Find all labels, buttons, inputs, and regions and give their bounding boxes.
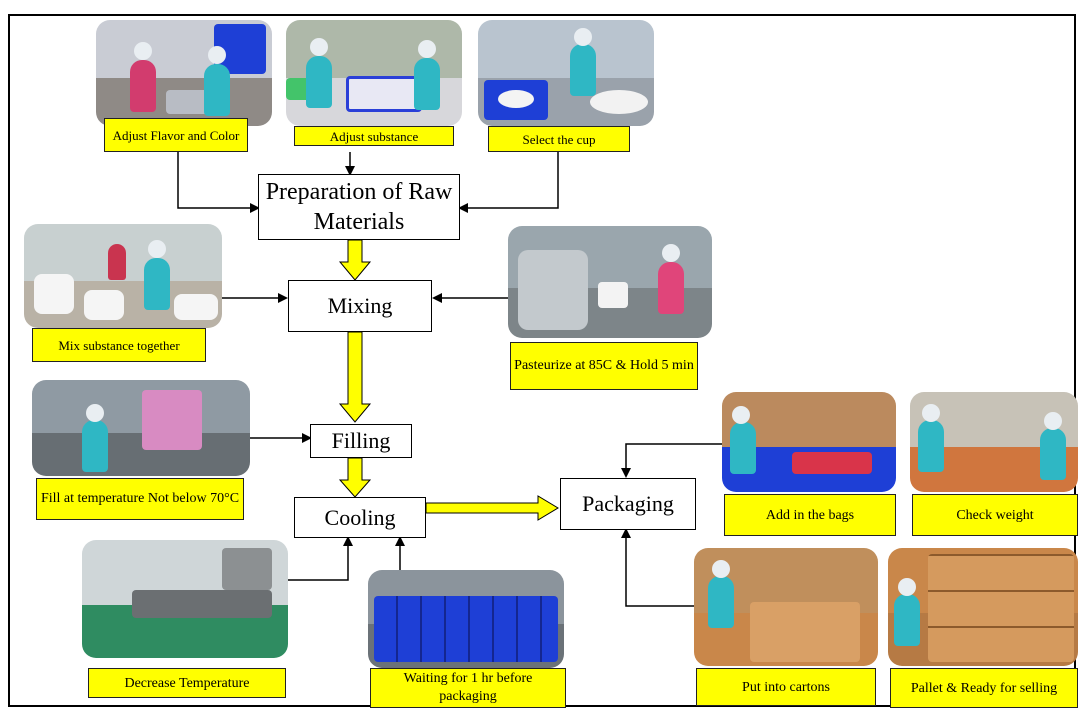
caption-waiting: Waiting for 1 hr before packaging: [370, 668, 566, 708]
arrow-cartons-to-packaging: [621, 528, 694, 607]
photo-mix-substance: [24, 224, 222, 328]
photo-fill: [32, 380, 250, 476]
caption-adjust-substance: Adjust substance: [294, 126, 454, 146]
caption-mix-substance: Mix substance together: [32, 328, 206, 362]
step-filling: Filling: [310, 424, 412, 458]
step-packaging: Packaging: [560, 478, 696, 530]
step-preparation: Preparation of Raw Materials: [258, 174, 460, 240]
photo-put-cartons: [694, 548, 878, 666]
step-cooling: Cooling: [294, 497, 426, 538]
caption-check-weight: Check weight: [912, 494, 1078, 536]
flow-arrow-mixing-to-filling: [338, 331, 372, 423]
arrow-decrease-to-cooling: [288, 536, 353, 581]
photo-check-weight: [910, 392, 1078, 492]
caption-fill: Fill at temperature Not below 70°C: [36, 478, 244, 520]
photo-adjust-flavor: [96, 20, 272, 126]
flow-arrow-cooling-to-packaging: [425, 495, 559, 521]
caption-put-cartons: Put into cartons: [696, 668, 876, 706]
photo-pasteurize: [508, 226, 712, 338]
photo-adjust-substance: [286, 20, 462, 126]
caption-add-bags: Add in the bags: [724, 494, 896, 536]
photo-add-bags: [722, 392, 896, 492]
photo-decrease-temperature: [82, 540, 288, 658]
arrow-bags-to-packaging: [621, 443, 722, 478]
photo-pallet: [888, 548, 1078, 666]
photo-waiting: [368, 570, 564, 668]
flow-arrow-prep-to-mixing: [338, 239, 372, 281]
step-mixing: Mixing: [288, 280, 432, 332]
caption-pallet: Pallet & Ready for selling: [890, 668, 1078, 708]
caption-decrease-temperature: Decrease Temperature: [88, 668, 286, 698]
caption-pasteurize: Pasteurize at 85C & Hold 5 min: [510, 342, 698, 390]
flow-arrow-filling-to-cooling: [338, 457, 372, 498]
arrow-flavor-to-prep: [177, 152, 260, 213]
caption-adjust-flavor: Adjust Flavor and Color: [104, 118, 248, 152]
caption-select-cup: Select the cup: [488, 126, 630, 152]
arrow-cup-to-prep: [458, 152, 559, 213]
photo-select-cup: [478, 20, 654, 126]
